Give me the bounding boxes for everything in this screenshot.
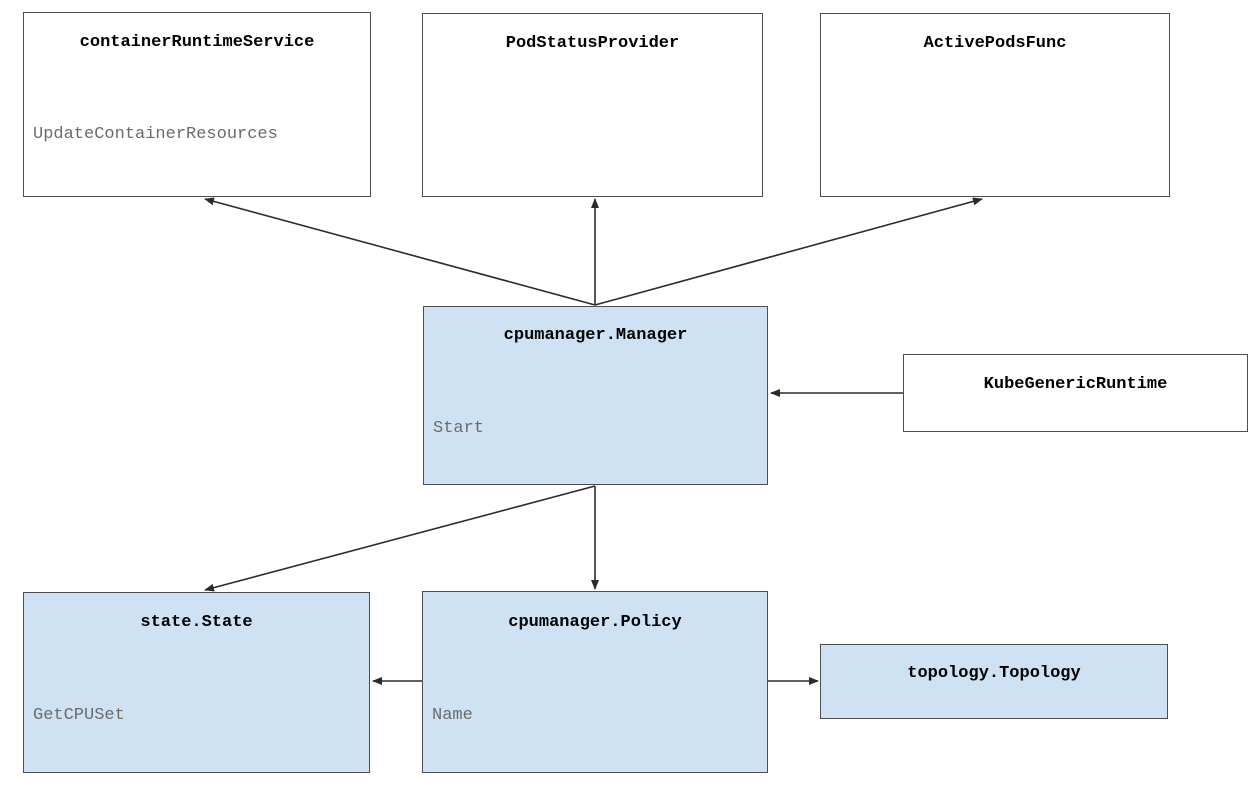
node-method-list: Name AddContainer RemoveContainer <box>432 657 767 772</box>
node-title: PodStatusProvider <box>505 34 680 53</box>
node-pod-status-provider[interactable]: PodStatusProvider <box>422 13 763 197</box>
node-kube-generic-runtime[interactable]: KubeGenericRuntime <box>903 354 1248 432</box>
edge-manager-to-active-pods-func <box>594 197 983 306</box>
node-cpumanager-policy[interactable]: cpumanager.Policy Name AddContainer Remo… <box>422 591 768 773</box>
node-method-list: Start AddContainer RemoveContainer State <box>433 370 767 484</box>
node-title: cpumanager.Policy <box>508 613 682 632</box>
edge-manager-to-container-runtime-service <box>204 197 596 306</box>
node-cpumanager-manager[interactable]: cpumanager.Manager Start AddContainer Re… <box>423 306 768 485</box>
node-title: state.State <box>140 613 253 632</box>
node-title: KubeGenericRuntime <box>983 375 1168 394</box>
node-method: Name <box>432 706 473 725</box>
node-active-pods-func[interactable]: ActivePodsFunc <box>820 13 1170 197</box>
node-method: UpdateContainerResources <box>33 125 278 144</box>
node-state-state[interactable]: state.State GetCPUSet GetDefaultCPUSet S… <box>23 592 370 773</box>
node-method-list: UpdateContainerResources <box>33 76 370 194</box>
node-topology-topology[interactable]: topology.Topology <box>820 644 1168 719</box>
node-title: containerRuntimeService <box>79 33 315 52</box>
node-title: topology.Topology <box>907 664 1081 683</box>
node-container-runtime-service[interactable]: containerRuntimeService UpdateContainerR… <box>23 12 371 197</box>
edge-manager-to-state-state <box>204 485 596 592</box>
node-title: ActivePodsFunc <box>923 34 1067 53</box>
node-title: cpumanager.Manager <box>503 326 688 345</box>
node-method-list: GetCPUSet GetDefaultCPUSet SetCPUSet Set… <box>33 657 369 772</box>
node-method: GetCPUSet <box>33 706 125 725</box>
node-method: Start <box>433 419 485 438</box>
